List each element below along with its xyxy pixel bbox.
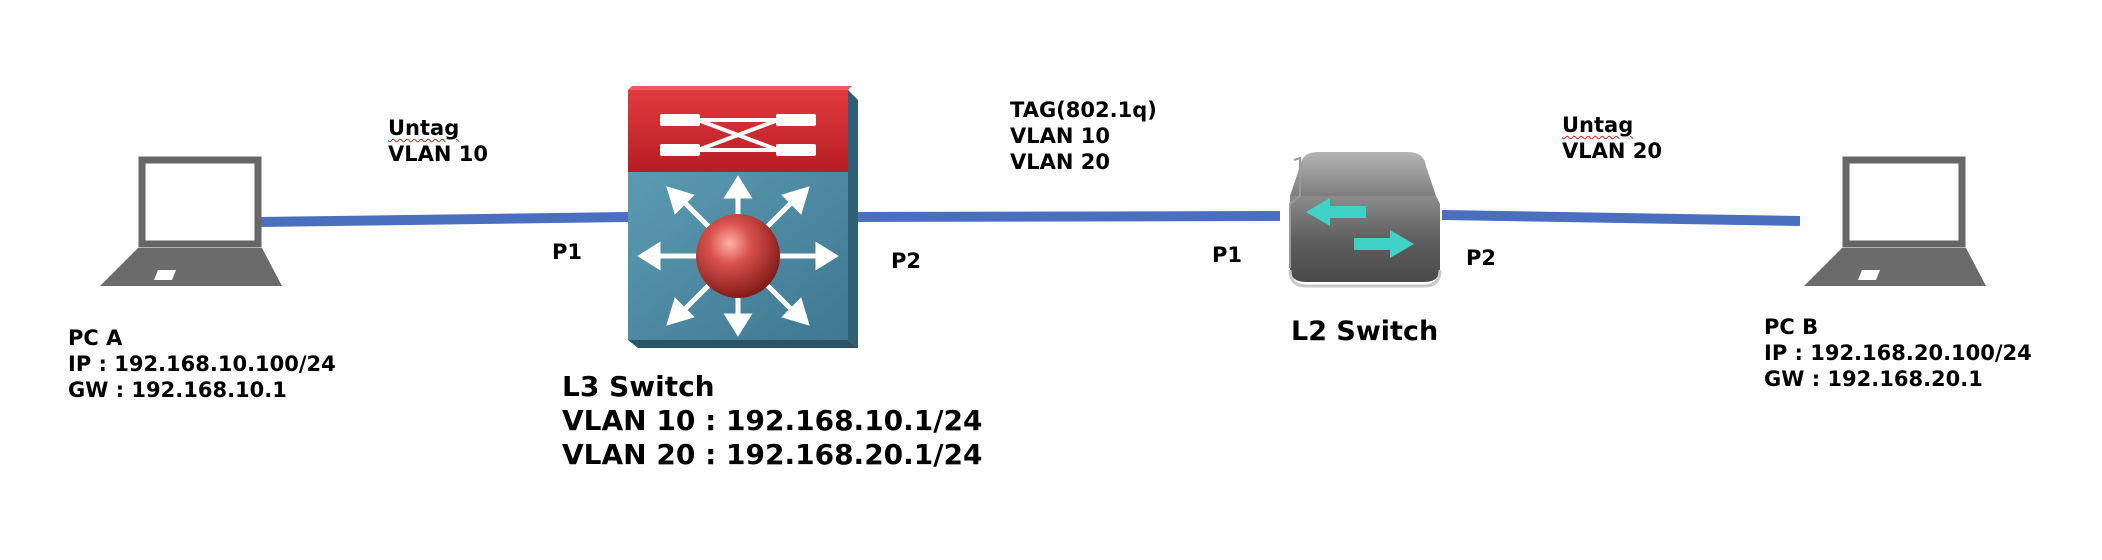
l3-switch-name: L3 Switch [562,370,715,403]
link-mode-tag: TAG(802.1q) [1010,98,1157,122]
l3-switch-vlan10: VLAN 10 : 192.168.10.1/24 [562,404,983,437]
link-vlan: VLAN 10 [1010,124,1110,148]
pc-b-ip: IP : 192.168.20.100/24 [1764,341,2032,365]
pc-b-name: PC B [1764,315,1819,339]
l3-switch-icon [628,86,858,348]
l3-switch-info: L3 Switch VLAN 10 : 192.168.10.1/24 VLAN… [562,370,982,472]
link-mode-untag: Untag [1562,113,1634,137]
link-vlan: VLAN 20 [1562,139,1662,163]
link-l2-pcb [1441,210,1801,226]
link-vlan: VLAN 10 [388,142,488,166]
link-label-l3-l2: TAG(802.1q) VLAN 10 VLAN 20 [1010,97,1157,175]
link-l3-l2 [857,211,1281,222]
port-label-l2-p2: P2 [1466,246,1497,270]
pc-a-name: PC A [68,326,123,350]
port-label-l3-p1: P1 [552,240,583,264]
port-label-l2-p1: P1 [1212,243,1243,267]
link-label-l2-pcb: Untag VLAN 20 [1562,112,1662,164]
pc-a-info: PC A IP : 192.168.10.100/24 GW : 192.168… [68,325,336,403]
l2-switch-icon [1288,152,1442,288]
link-mode-untag: Untag [388,116,460,140]
pc-b-info: PC B IP : 192.168.20.100/24 GW : 192.168… [1764,314,2032,392]
port-label-l3-p2: P2 [891,249,922,273]
link-pca-l3 [257,212,629,227]
laptop-icon [100,156,282,286]
pc-b-gw: GW : 192.168.20.1 [1764,367,1983,391]
pc-a-gw: GW : 192.168.10.1 [68,378,287,402]
link-vlan: VLAN 20 [1010,150,1110,174]
l2-switch-name: L2 Switch [1291,316,1439,347]
l3-switch-vlan20: VLAN 20 : 192.168.20.1/24 [562,438,983,471]
pc-a-ip: IP : 192.168.10.100/24 [68,352,336,376]
laptop-icon [1804,156,1986,286]
link-label-pca-l3: Untag VLAN 10 [388,115,488,167]
